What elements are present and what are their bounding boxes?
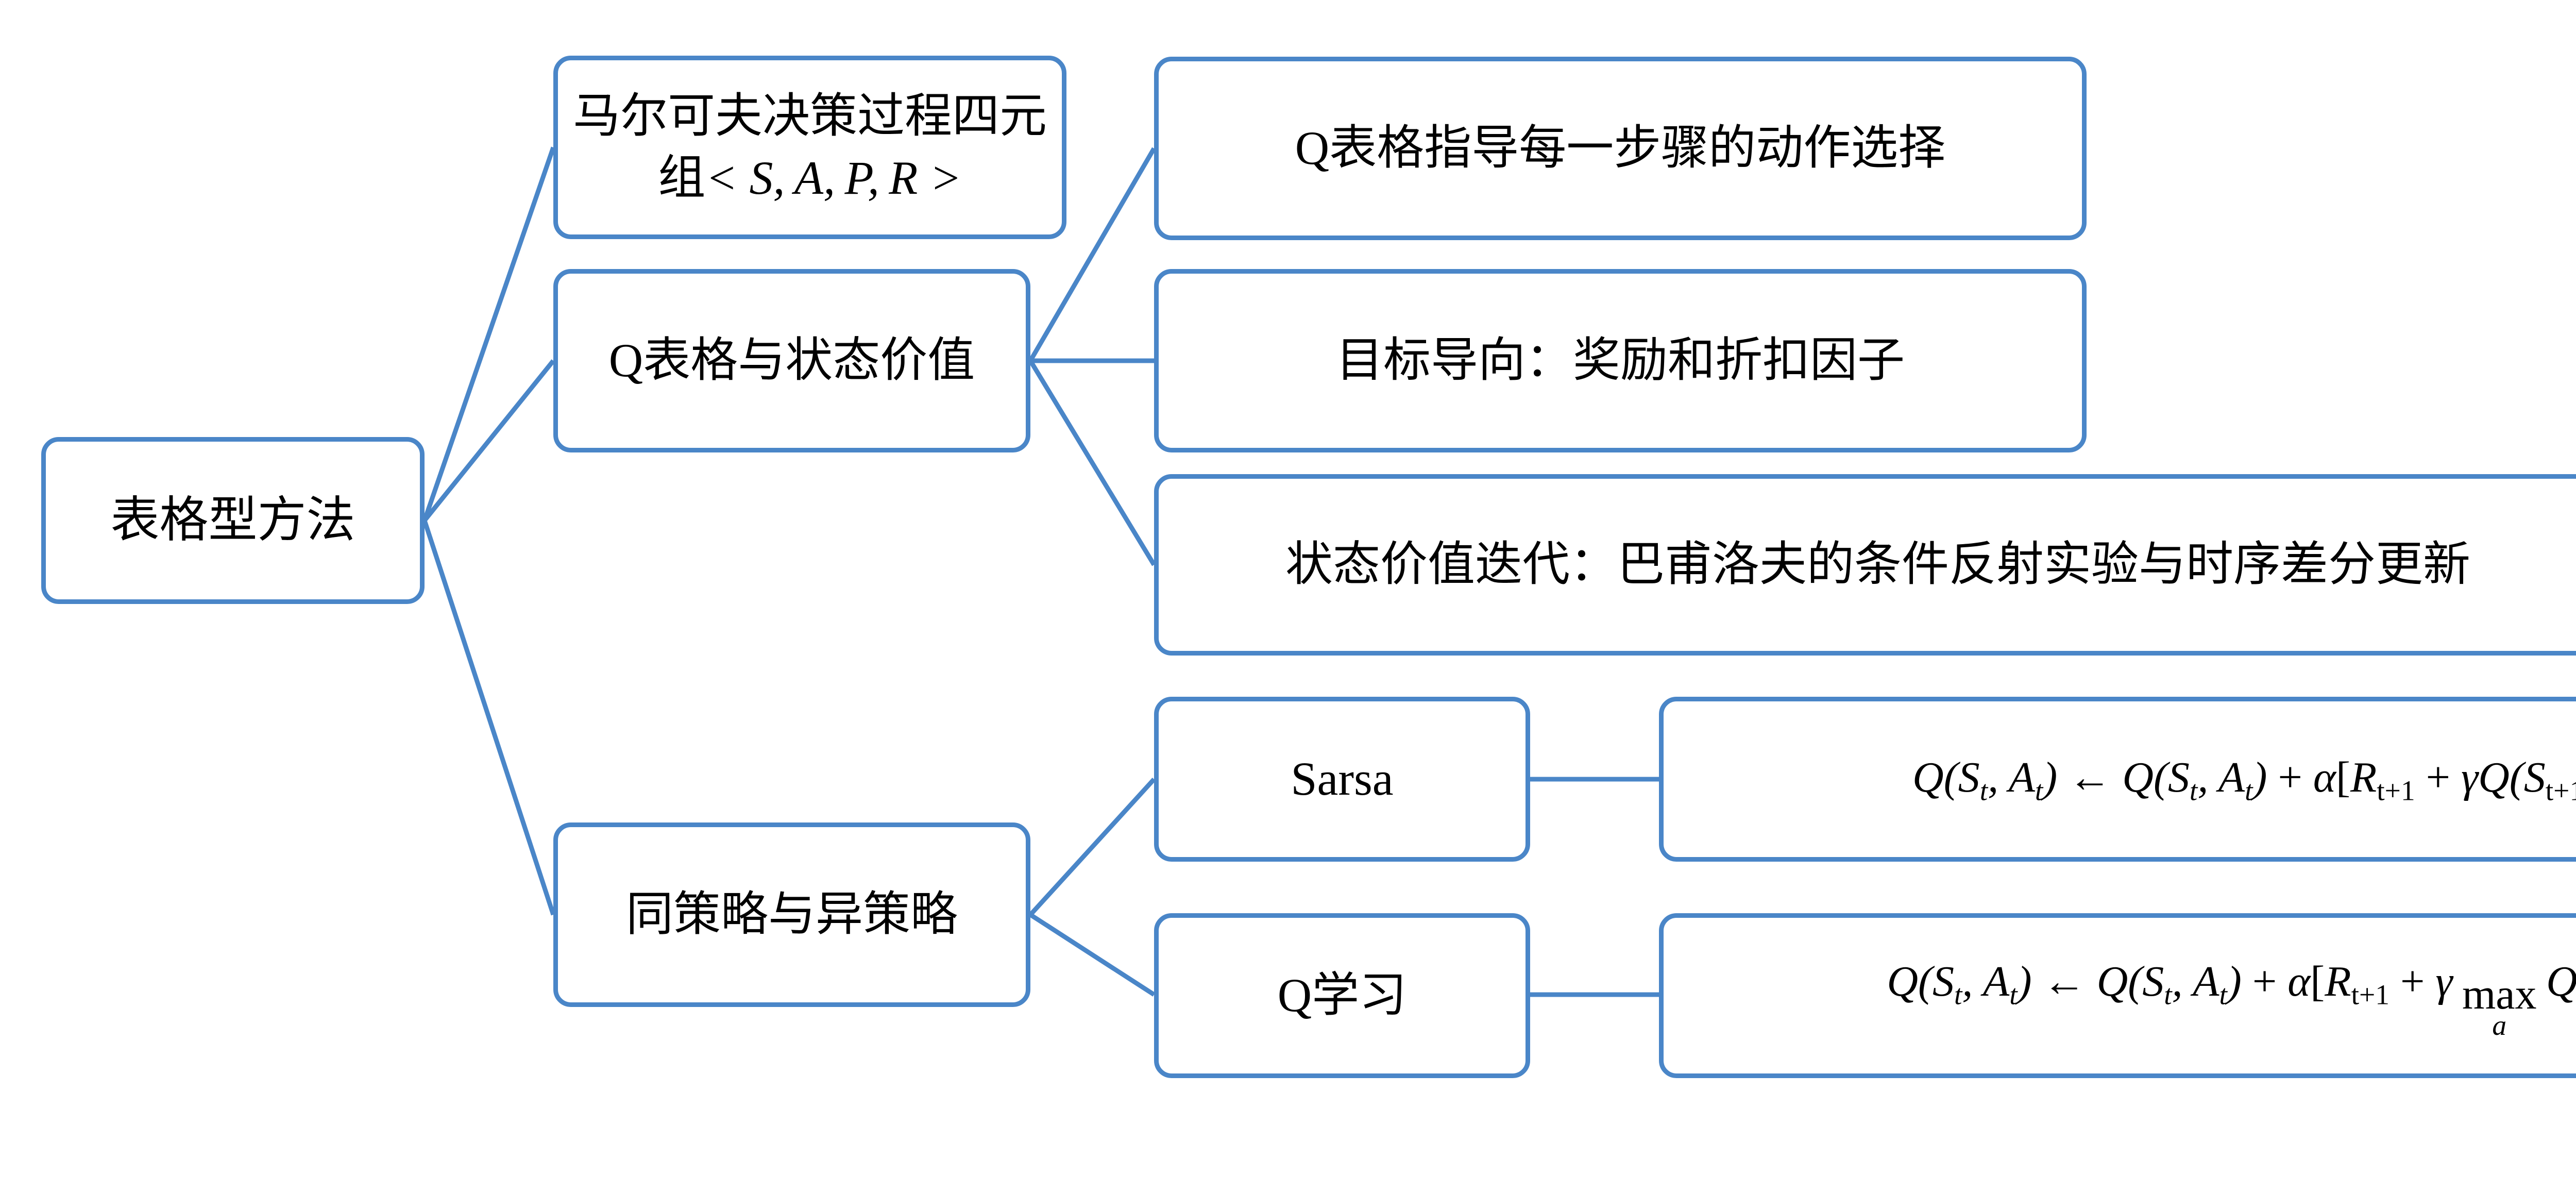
node-qlearning[interactable]: Q学习 [1154, 913, 1530, 1078]
connector-root-to-qtable [422, 359, 555, 522]
node-qtable-guide[interactable]: Q表格指导每一步骤的动作选择 [1154, 57, 2087, 240]
node-sarsa-label: Sarsa [1291, 752, 1394, 805]
node-goal-oriented[interactable]: 目标导向：奖励和折扣因子 [1154, 269, 2087, 452]
node-sarsa-formula[interactable]: Q(St, At) ← Q(St, At) + α[Rt+1 + γQ(St+1… [1659, 697, 2576, 862]
node-qlearning-label: Q学习 [1277, 969, 1407, 1022]
node-qtable-guide-label: Q表格指导每一步骤的动作选择 [1295, 122, 1946, 175]
connector-qtable-to-valueiter [1028, 359, 1156, 566]
node-sarsa[interactable]: Sarsa [1154, 697, 1530, 862]
node-goal-oriented-label: 目标导向：奖励和折扣因子 [1335, 334, 1905, 387]
node-onoffpolicy[interactable]: 同策略与异策略 [553, 822, 1030, 1007]
node-onoffpolicy-label: 同策略与异策略 [625, 888, 958, 941]
connector-policy-to-qlearning [1029, 913, 1156, 997]
connector-root-to-mdp [422, 146, 556, 522]
node-mdp-label: 马尔可夫决策过程四元组< S, A, P, R > [572, 90, 1047, 204]
node-mdp[interactable]: 马尔可夫决策过程四元组< S, A, P, R > [553, 56, 1066, 239]
qlearning-formula-text: Q(St, At) ← Q(St, At) + α[Rt+1 + γmaxaQ(… [1887, 957, 2576, 1042]
node-value-iteration-label: 状态价值迭代：巴甫洛夫的条件反射实验与时序差分更新 [1285, 538, 2470, 591]
sarsa-formula-text: Q(St, At) ← Q(St, At) + α[Rt+1 + γQ(St+1… [1912, 753, 2576, 807]
node-root[interactable]: 表格型方法 [41, 437, 425, 604]
node-value-iteration[interactable]: 状态价值迭代：巴甫洛夫的条件反射实验与时序差分更新 [1154, 474, 2576, 656]
connector-root-to-policy [422, 519, 556, 916]
node-qlearning-formula[interactable]: Q(St, At) ← Q(St, At) + α[Rt+1 + γmaxaQ(… [1659, 913, 2576, 1078]
node-qtable-label: Q表格与状态价值 [608, 334, 975, 387]
connector-policy-to-sarsa [1028, 777, 1156, 917]
node-qtable[interactable]: Q表格与状态价值 [553, 269, 1030, 452]
node-root-label: 表格型方法 [110, 493, 355, 548]
